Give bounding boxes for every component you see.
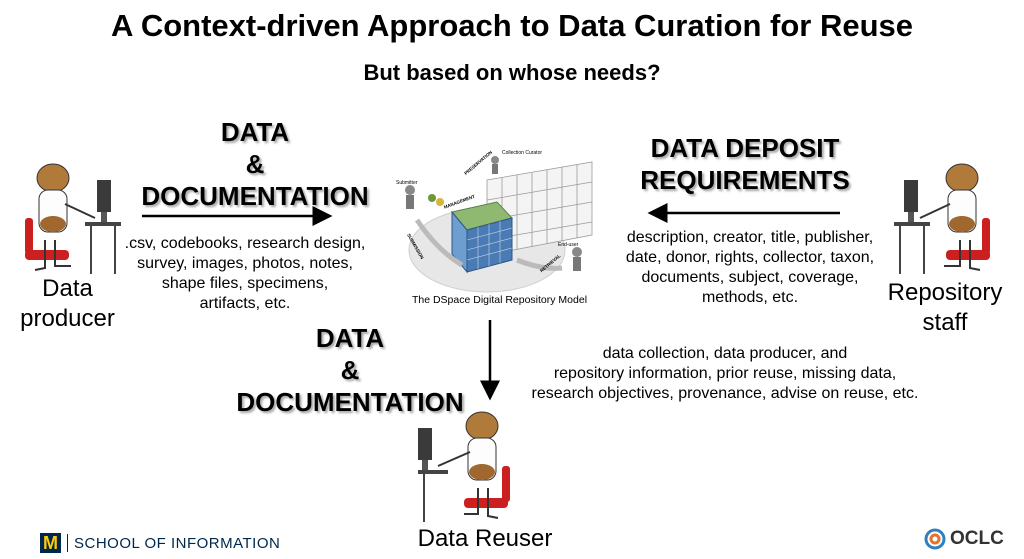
umich-school-logo: M SCHOOL OF INFORMATION [40, 533, 280, 553]
right-item-line: methods, etc. [701, 289, 799, 306]
model-label: MANAGEMENT [443, 194, 476, 210]
oclc-logo-text: OCLC [950, 528, 1004, 549]
down-flow-items: data collection, data producer, and repo… [505, 344, 945, 404]
producer-label-line: producer [20, 305, 115, 332]
down-flow-heading: DATA & DOCUMENTATION [215, 322, 485, 418]
down-item-line: repository information, prior reuse, mis… [553, 365, 897, 382]
person-at-computer-icon [894, 163, 990, 274]
umich-logo-text: SCHOOL OF INFORMATION [74, 534, 281, 552]
model-label: End-user [558, 242, 579, 248]
left-flow-items: .csv, codebooks, research design, survey… [100, 234, 390, 314]
right-item-line: documents, subject, coverage, [641, 269, 859, 286]
down-item-line: data collection, data producer, and [602, 345, 848, 362]
right-item-line: date, donor, rights, collector, taxon, [625, 249, 875, 266]
data-reuser-label: Data Reuser [417, 525, 553, 552]
left-item-line: survey, images, photos, notes, [137, 255, 353, 272]
page-title: A Context-driven Approach to Data Curati… [110, 8, 914, 43]
data-reuser-figure [418, 410, 528, 522]
right-heading-line: DATA DEPOSIT [650, 133, 840, 163]
person-at-computer-icon [25, 163, 121, 274]
dspace-model-illustration: Collection Curator Submitter End-user PR… [396, 150, 593, 293]
data-producer-label: Data producer [10, 274, 125, 334]
right-flow-heading: DATA DEPOSIT REQUIREMENTS [610, 132, 880, 196]
repository-staff-figure [890, 162, 1000, 274]
oclc-logo: OCLC [924, 528, 1004, 550]
right-flow-items: description, creator, title, publisher, … [600, 228, 900, 308]
down-heading-line: DATA [315, 323, 385, 353]
person-at-computer-icon [418, 411, 510, 522]
left-item-line: artifacts, etc. [199, 295, 291, 312]
down-heading-line: & [340, 355, 360, 385]
left-item-line: .csv, codebooks, research design, [124, 235, 366, 252]
left-heading-line: & [245, 149, 265, 179]
block-m-icon: M [40, 533, 61, 553]
producer-label-line: Data [42, 275, 93, 302]
data-producer-figure [15, 162, 125, 274]
left-heading-line: DOCUMENTATION [141, 181, 369, 211]
model-label: Collection Curator [502, 150, 542, 156]
left-item-line: shape files, specimens, [161, 275, 329, 292]
left-flow-heading: DATA & DOCUMENTATION [120, 116, 390, 212]
oclc-mark-icon [924, 528, 946, 550]
left-heading-line: DATA [220, 117, 290, 147]
down-heading-line: DOCUMENTATION [236, 387, 464, 417]
right-heading-line: REQUIREMENTS [640, 165, 850, 195]
staff-label-line: Repository [887, 279, 1003, 306]
model-label: Submitter [396, 180, 418, 186]
model-caption: The DSpace Digital Repository Model [411, 294, 588, 306]
down-item-line: research objectives, provenance, advise … [531, 385, 919, 402]
model-label: PRESERVATION [463, 150, 493, 176]
dspace-model-diagram: Collection Curator Submitter End-user PR… [392, 140, 607, 310]
repository-staff-label: Repository staff [870, 278, 1020, 338]
logo-divider [67, 534, 68, 552]
staff-label-line: staff [922, 309, 968, 336]
page-subtitle: But based on whose needs? [363, 60, 661, 85]
right-item-line: description, creator, title, publisher, [626, 229, 874, 246]
